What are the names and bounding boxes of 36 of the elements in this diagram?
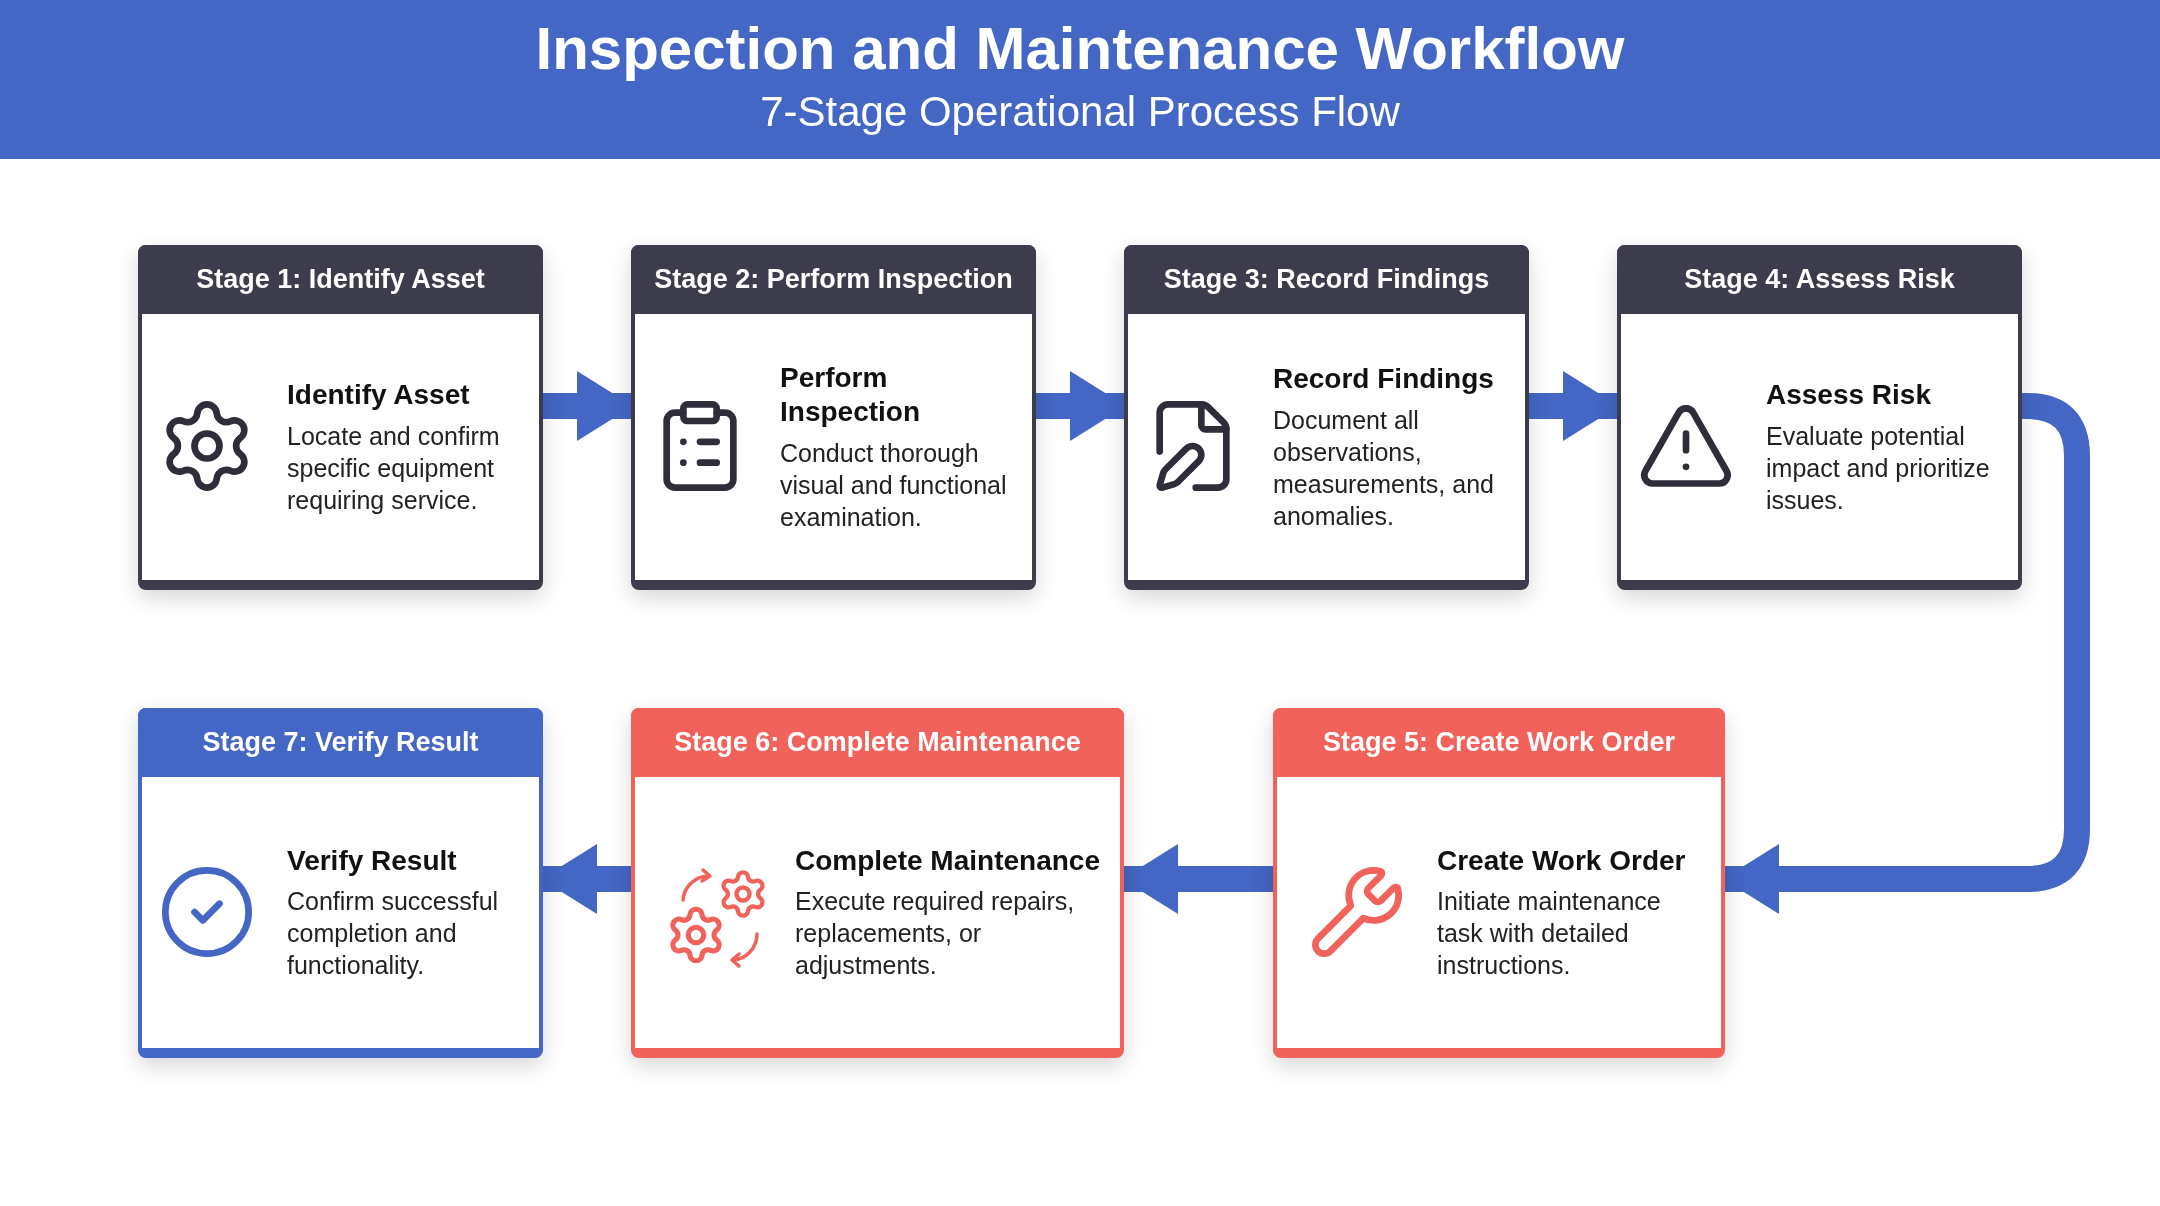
title: Inspection and Maintenance Workflow — [535, 14, 1625, 83]
stage-title: Perform Inspection — [780, 361, 921, 429]
arrow — [1529, 371, 1619, 441]
stage-card — [1124, 245, 1529, 590]
arrow — [1036, 371, 1126, 441]
stage-description: Initiate maintenance task with detailed instructions. — [1437, 886, 1662, 982]
stage-description: Evaluate potential impact and prioritize issues. — [1766, 420, 1991, 516]
stage-description: Locate and confirm specific equipment requiring service. — [287, 420, 501, 516]
stage-title: Verify Result — [287, 843, 458, 878]
stage-card — [138, 708, 543, 1058]
stage-label: Stage 7: Verify Result — [202, 727, 479, 758]
stage-description: Conduct thorough visual and functional examination. — [780, 437, 1008, 533]
arrow — [541, 844, 631, 914]
arrow — [1122, 844, 1273, 914]
subtitle: 7-Stage Operational Process Flow — [760, 88, 1400, 136]
stage-description: Confirm successful completion and functionality. — [287, 886, 500, 982]
stage-label: Stage 4: Assess Risk — [1684, 264, 1955, 295]
stage-title: Create Work Order — [1437, 843, 1687, 878]
stage-description: Document all observations, measurements, and anomalies. — [1273, 404, 1495, 532]
stage-title: Identify Asset — [287, 378, 471, 412]
arrow — [1723, 393, 2090, 914]
stage-label: Stage 3: Record Findings — [1163, 264, 1490, 295]
stage-card — [138, 245, 543, 590]
stage-card — [1617, 245, 2022, 590]
stage-label: Stage 6: Complete Maintenance — [674, 727, 1081, 758]
stage-label: Stage 1: Identify Asset — [196, 264, 485, 295]
stage-label: Stage 2: Perform Inspection — [654, 264, 1013, 295]
stage-label: Stage 5: Create Work Order — [1322, 727, 1676, 758]
stage-title: Assess Risk — [1766, 378, 1932, 412]
stage-card — [631, 245, 1036, 590]
stage-card — [1273, 708, 1725, 1058]
stage-description: Execute required repairs, replacements, or adjustments. — [795, 886, 1076, 982]
stage-title: Complete Maintenance — [795, 843, 1101, 878]
arrow — [543, 371, 633, 441]
stage-card — [631, 708, 1124, 1058]
stage-title: Record Findings — [1273, 362, 1495, 396]
